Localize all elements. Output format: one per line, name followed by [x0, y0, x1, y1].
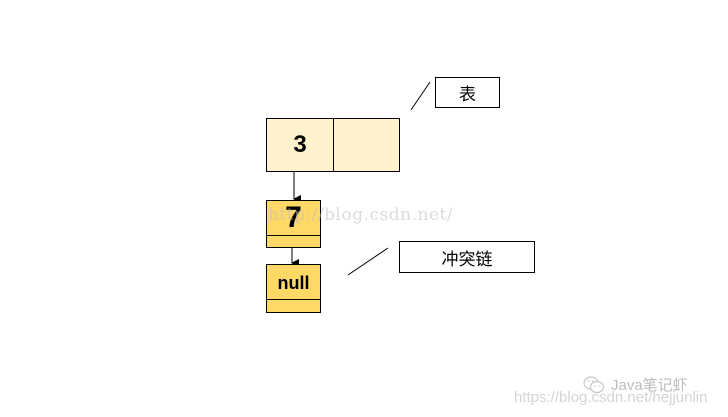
chain-callout-line [347, 247, 389, 276]
node-next-pointer [267, 236, 320, 247]
watermark-corner: https://blog.csdn.net/hejjunlin [514, 389, 708, 406]
node-next-pointer [267, 300, 320, 311]
table-label: 表 [435, 77, 500, 108]
node-value: null [267, 265, 320, 300]
watermark-center: http://blog.csdn.net/ [268, 205, 454, 225]
table-callout-line [410, 81, 431, 111]
wechat-icon [583, 375, 605, 393]
node-value: 7 [267, 201, 320, 236]
chain-node-7: 7 [266, 200, 321, 248]
chain-label: 冲突链 [399, 241, 535, 273]
table-cell-empty [334, 119, 399, 171]
chain-node-null: null [266, 264, 321, 313]
brand-name: Java笔记虾 [611, 377, 688, 394]
table-cell-key: 3 [267, 119, 334, 171]
chain-label-text: 冲突链 [441, 249, 493, 270]
hash-table-entry: 3 [266, 118, 400, 172]
brand-watermark: Java笔记虾 [583, 374, 688, 395]
table-label-text: 表 [459, 85, 476, 105]
